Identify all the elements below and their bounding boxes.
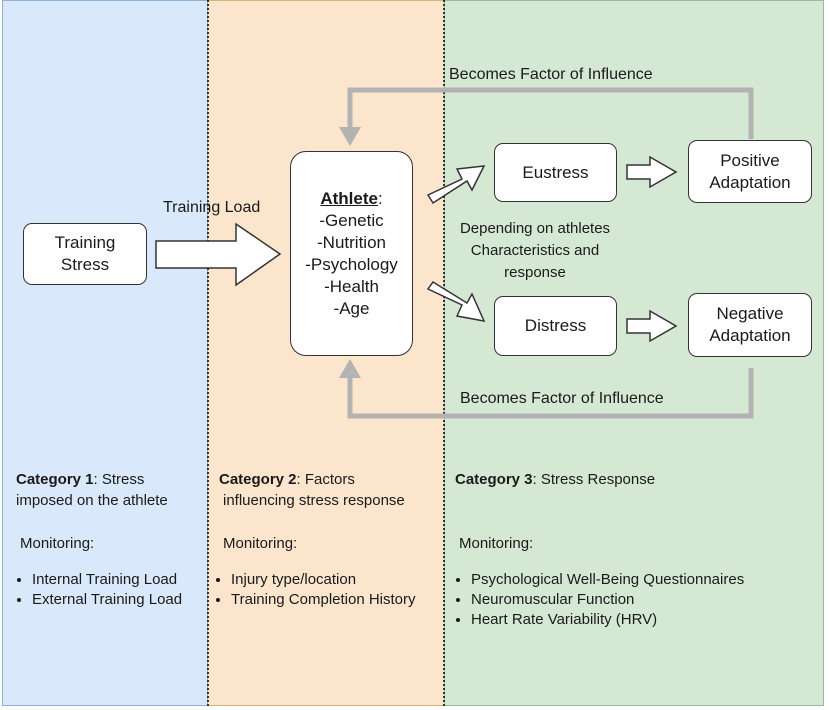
athlete-colon: : [377, 188, 383, 208]
category-3-desc-line2 [455, 490, 821, 511]
category-2-desc-line2: influencing stress response [223, 492, 405, 509]
athlete-factor: -Age [333, 298, 370, 318]
list-item: Internal Training Load [32, 570, 204, 590]
category-1-title: Category 1 [16, 471, 94, 488]
category-3-list: Psychological Well-Being Questionnaires … [455, 570, 821, 630]
list-item: Psychological Well-Being Questionnaires [471, 570, 821, 590]
to-distress-arrow [426, 280, 486, 322]
positive-adaptation-box: Positive Adaptation [688, 140, 812, 203]
list-item: Training Completion History [231, 590, 441, 610]
divider-2 [443, 0, 445, 706]
negative-adaptation-box: Negative Adaptation [688, 293, 812, 357]
feedback-top-arrowhead [339, 127, 361, 146]
category-2-desc: Category 2: Factors [219, 469, 441, 490]
category-2-monitoring: Monitoring: [223, 535, 298, 552]
category-2-desc-line1: : Factors [296, 471, 355, 488]
to-positive-arrow [626, 155, 678, 189]
training-stress-box: Training Stress [23, 223, 147, 285]
list-item: Heart Rate Variability (HRV) [471, 610, 821, 630]
to-eustress-arrow [426, 165, 486, 205]
training-load-arrow [155, 222, 282, 287]
eustress-box: Eustress [494, 143, 617, 202]
athlete-factor: -Psychology [305, 254, 398, 274]
category-3-monitoring: Monitoring: [459, 535, 534, 552]
to-negative-arrow [626, 309, 678, 343]
category-1-desc: Category 1: Stress [16, 469, 204, 490]
depending-label: Depending on athletes Characteristics an… [459, 220, 611, 281]
category-3-desc: Category 3: Stress Response [455, 469, 821, 490]
category-3-desc-line1: : Stress Response [532, 471, 656, 488]
training-load-label: Training Load [163, 199, 261, 216]
athlete-factor: -Genetic [319, 210, 384, 230]
category-1-desc-line2: imposed on the athlete [16, 492, 168, 509]
divider-1 [207, 0, 209, 706]
athlete-factor: -Health [324, 276, 379, 296]
category-1-list: Internal Training Load External Training… [16, 570, 204, 610]
category-1-band [2, 0, 208, 706]
category-1-desc-line1: : Stress [93, 471, 145, 488]
distress-box: Distress [494, 296, 617, 356]
athlete-factor: -Nutrition [317, 232, 386, 252]
list-item: External Training Load [32, 590, 204, 610]
category-1-monitoring: Monitoring: [20, 535, 95, 552]
category-2-panel: Category 2: Factors influencing stress r… [219, 469, 441, 610]
list-item: Injury type/location [231, 570, 441, 590]
athlete-title: Athlete [320, 188, 378, 208]
category-3-panel: Category 3: Stress Response Monitoring: … [455, 469, 821, 630]
list-item: Neuromuscular Function [471, 590, 821, 610]
feedback-bottom-arrow [347, 368, 754, 419]
feedback-top-arrow [347, 87, 754, 139]
category-2-list: Injury type/location Training Completion… [219, 570, 441, 610]
category-2-title: Category 2 [219, 471, 297, 488]
athlete-heading: Athlete: [320, 188, 382, 210]
category-1-panel: Category 1: Stress imposed on the athlet… [16, 469, 204, 610]
athlete-box: Athlete: -Genetic -Nutrition -Psychology… [290, 151, 413, 356]
feedback-bottom-label: Becomes Factor of Influence [460, 390, 664, 407]
feedback-bottom-arrowhead [339, 359, 361, 378]
feedback-top-label: Becomes Factor of Influence [449, 66, 653, 83]
category-3-title: Category 3 [455, 471, 533, 488]
